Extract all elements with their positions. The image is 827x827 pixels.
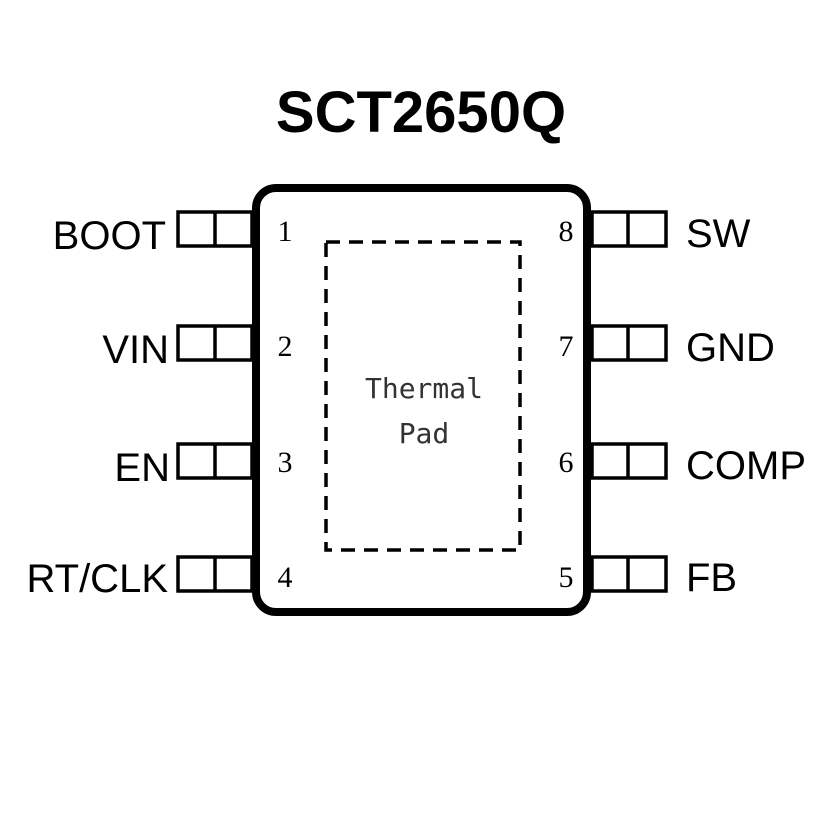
right-pin-8: SW 8 — [559, 210, 751, 256]
pin-name: GND — [686, 326, 775, 370]
pin-number: 8 — [559, 215, 574, 248]
pin-name: EN — [114, 446, 170, 490]
pin-name: RT/CLK — [26, 557, 168, 601]
pin-number: 6 — [559, 446, 574, 479]
package-body — [252, 184, 591, 616]
thermal-pad-label-line2: Pad — [399, 417, 450, 450]
pin-number: 2 — [278, 330, 293, 363]
pin-name: COMP — [686, 444, 806, 488]
pin-number: 3 — [278, 446, 293, 479]
thermal-pad-label-line1: Thermal — [365, 372, 483, 405]
pin-number: 1 — [278, 215, 293, 248]
left-pin-2: VIN 2 — [102, 324, 293, 372]
right-pin-6: COMP 6 — [559, 442, 806, 488]
pin-name: BOOT — [53, 214, 166, 258]
thermal-pad-outline — [324, 240, 522, 552]
pin-number: 5 — [559, 561, 574, 594]
right-pin-7: GND 7 — [559, 324, 775, 370]
right-pin-5: FB 5 — [559, 555, 737, 600]
pin-name: FB — [686, 556, 737, 600]
pin-number: 4 — [278, 561, 293, 594]
pin-name: VIN — [102, 328, 169, 372]
pin-number: 7 — [559, 330, 574, 363]
pin-name: SW — [686, 212, 751, 256]
left-pin-3: EN 3 — [114, 442, 293, 490]
left-pin-4: RT/CLK 4 — [26, 555, 293, 601]
left-pin-1: BOOT 1 — [53, 210, 293, 258]
chip-title: SCT2650Q — [276, 80, 566, 145]
